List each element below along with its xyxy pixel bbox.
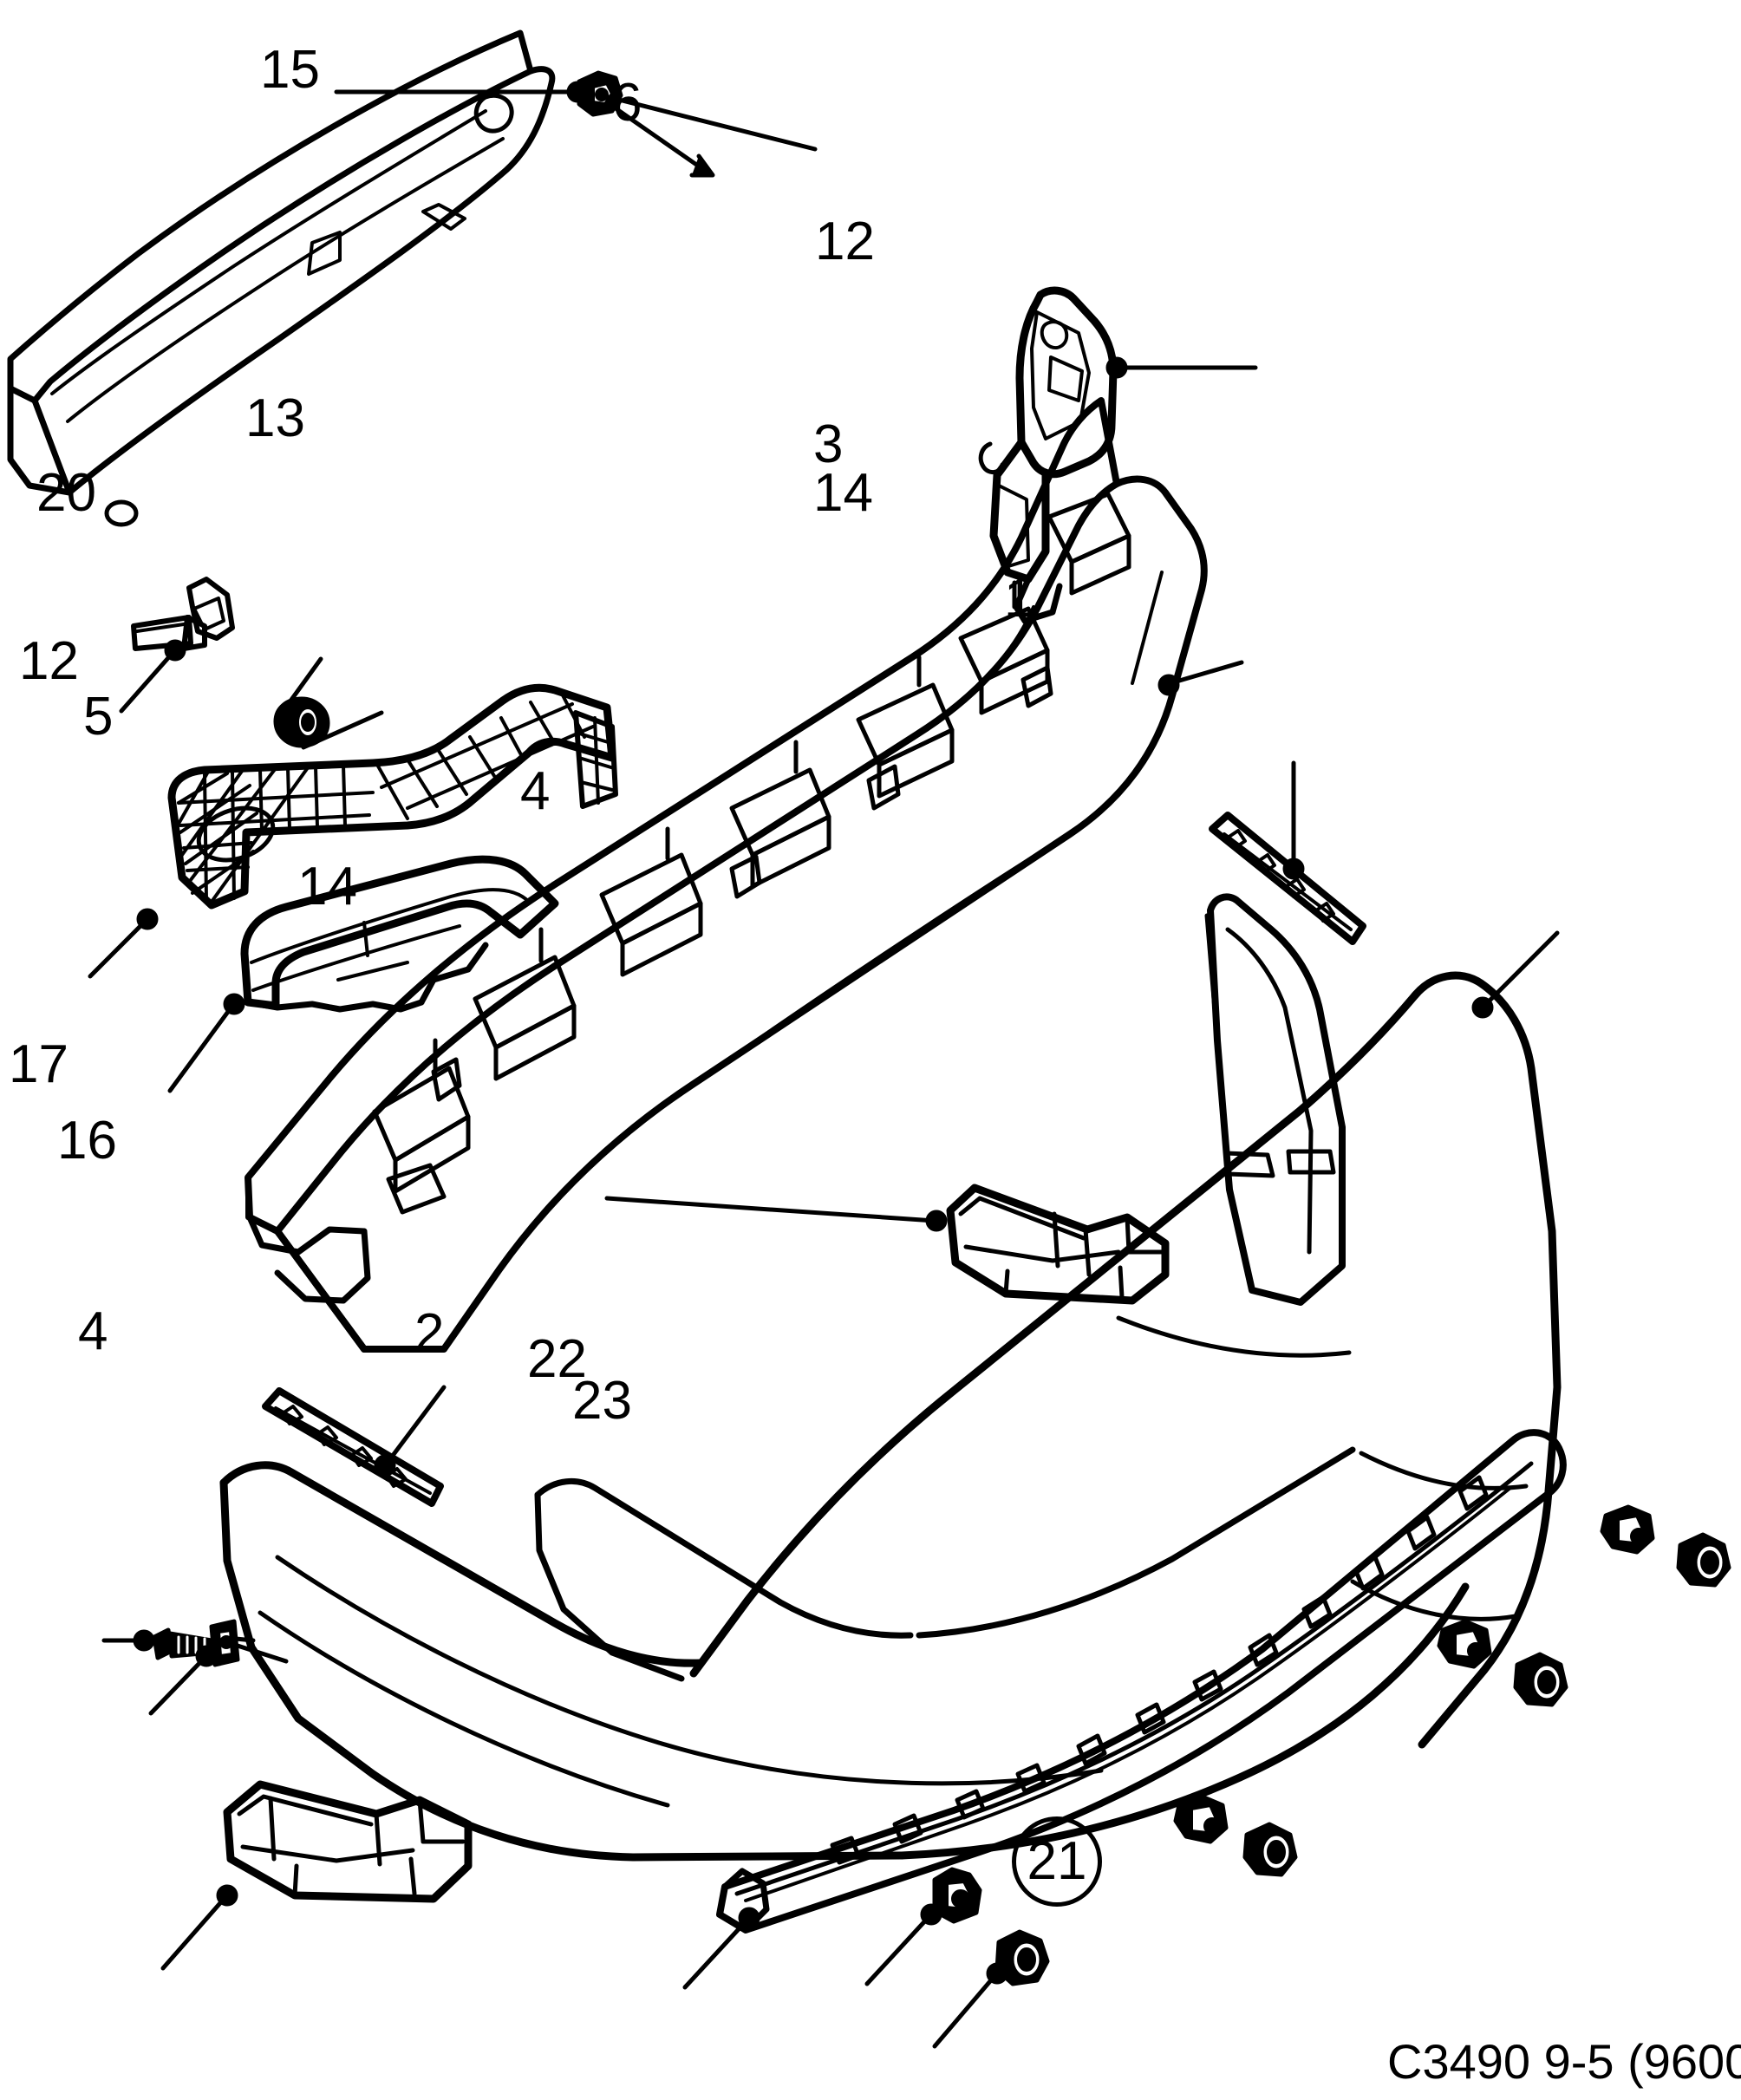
part-mounting-rail-14-right <box>1209 812 1366 945</box>
group-callout-21-label: 21 <box>1027 1831 1087 1891</box>
diagram-caption: C3490 9-5 (9600) <box>1387 2034 1741 2089</box>
part-support-bracket-20 <box>131 577 235 651</box>
part-grommet-23 <box>994 1929 1050 1986</box>
fastener-pair-lower <box>1173 1794 1298 1877</box>
callout-4-top[interactable]: 4 <box>520 761 551 821</box>
part-side-bracket-4-bottom <box>223 1780 473 1903</box>
callout-14-top[interactable]: 14 <box>813 463 873 523</box>
callout-1[interactable]: 1 <box>1004 569 1034 629</box>
group-callout-21[interactable]: 21 <box>1012 1816 1102 1907</box>
callout-6[interactable]: 6 <box>612 73 642 133</box>
callout-5[interactable]: 5 <box>83 687 114 747</box>
callout-22[interactable]: 22 <box>527 1329 587 1389</box>
callout-12-left[interactable]: 12 <box>19 631 79 691</box>
part-impact-bar-end-5 <box>240 855 559 1013</box>
part-side-bracket-4-top <box>946 1184 1170 1305</box>
callout-23[interactable]: 23 <box>572 1371 632 1431</box>
fastener-pair-middle <box>1437 1619 1568 1707</box>
fastener-pair-upper <box>1600 1504 1731 1588</box>
part-lower-spoiler-2 <box>716 1429 1567 1934</box>
part-nut-13 <box>273 696 330 748</box>
callout-2[interactable]: 2 <box>414 1303 445 1363</box>
part-energy-absorber-3 <box>245 397 1208 1353</box>
callout-12-top[interactable]: 12 <box>815 212 875 271</box>
callout-3[interactable]: 3 <box>813 414 844 474</box>
callout-14-bot[interactable]: 14 <box>297 857 357 916</box>
callout-17[interactable]: 17 <box>9 1034 68 1094</box>
part-bumper-reinforcement-beam <box>7 29 715 527</box>
part-clip-nut-16 <box>209 1619 256 1667</box>
callout-15[interactable]: 15 <box>260 40 320 100</box>
callout-13[interactable]: 13 <box>245 388 305 448</box>
callout-20[interactable]: 20 <box>36 463 96 523</box>
callout-4-bot[interactable]: 4 <box>78 1301 108 1361</box>
callout-16[interactable]: 16 <box>57 1111 117 1171</box>
part-crash-box-honeycomb-12 <box>167 683 618 910</box>
